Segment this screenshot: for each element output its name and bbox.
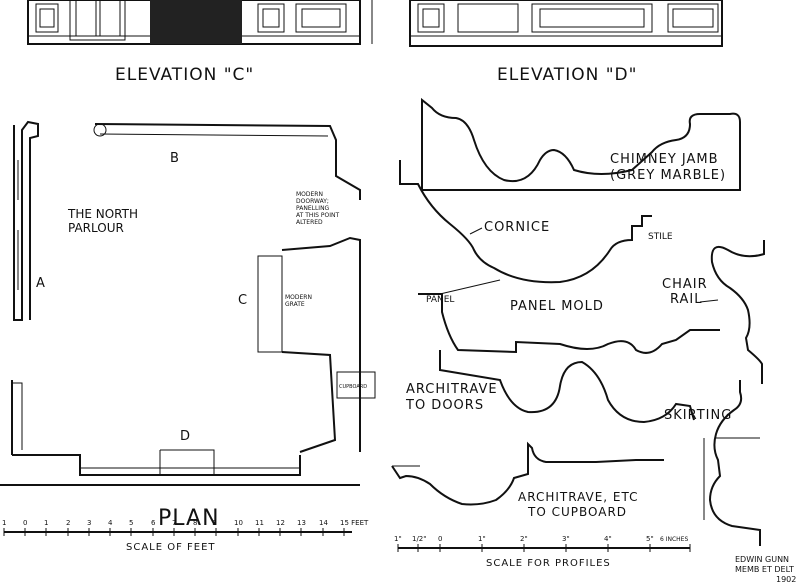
profiles-scale-tick-1: 1/2"	[412, 535, 427, 543]
chimney-jamb-label-line1: CHIMNEY JAMB	[610, 152, 719, 167]
plan-grate-line1: MODERN	[285, 294, 312, 301]
plan-note-line4: AT THIS POINT	[296, 212, 339, 219]
feet-scale-tick-5: 4	[108, 519, 113, 527]
feet-scale-label: SCALE OF FEET	[126, 542, 216, 553]
plan-wall-label-d: D	[180, 429, 190, 444]
panel-label: PANEL	[426, 295, 454, 305]
feet-scale-tick-6: 5	[129, 519, 133, 527]
plan-wall-label-b: B	[170, 151, 179, 166]
plan-cupboard-label: CUPBOARD	[339, 384, 367, 390]
feet-scale-tick-4: 3	[87, 519, 91, 527]
plan-heading: PLAN	[158, 506, 220, 531]
plan-grate-line2: GRATE	[285, 301, 305, 308]
cornice-leader	[469, 227, 483, 235]
plan-wall-label-a: A	[36, 276, 45, 291]
profiles-scale-bar	[397, 544, 691, 552]
plan-drawing	[0, 120, 376, 486]
feet-scale-tick-11: 10	[234, 519, 243, 527]
profiles-scale-tick-6: 4"	[604, 535, 612, 543]
profiles-scale-tick-0: 1"	[394, 535, 402, 543]
profile-cornice	[399, 160, 652, 284]
profiles-scale-tick-2: 0	[438, 535, 442, 543]
feet-scale-tick-15: 14	[319, 519, 328, 527]
chair-rail-label-line2: RAIL	[670, 292, 702, 307]
elevation-c-drawing	[27, 0, 373, 45]
profile-panel-mold	[418, 279, 720, 354]
chair-rail-leader	[699, 299, 719, 303]
profile-skirting	[703, 380, 761, 546]
plan-note-line1: MODERN	[296, 191, 323, 198]
skirting-label: SKIRTING	[664, 408, 732, 423]
feet-scale-tick-13: 12	[276, 519, 285, 527]
profiles-scale-tick-5: 3"	[562, 535, 570, 543]
feet-scale-tick-12: 11	[255, 519, 264, 527]
signature-line3: 1902	[776, 575, 796, 584]
profiles-scale-tick-7: 5"	[646, 535, 654, 543]
feet-scale-tick-2: 1	[44, 519, 48, 527]
elevation-d-heading: ELEVATION "D"	[497, 65, 637, 85]
feet-scale-tick-7: 6	[151, 519, 156, 527]
architrave-cupboard-label-line2: TO CUPBOARD	[527, 505, 627, 519]
profiles-scale-tick-4: 2"	[520, 535, 528, 543]
elevation-c-heading: ELEVATION "C"	[115, 65, 254, 85]
elevation-d-drawing	[409, 0, 723, 47]
plan-note-line3: PANELLING	[296, 205, 330, 212]
panel-mold-label: PANEL MOLD	[510, 299, 604, 314]
profile-architrave-cupboard	[391, 441, 664, 506]
signature-line2: MEMB ET DELT	[735, 565, 794, 574]
feet-scale-tick-0: 1	[2, 519, 6, 527]
profiles-scale-tick-3: 1"	[478, 535, 486, 543]
architrave-doors-label-line1: ARCHITRAVE	[406, 382, 498, 397]
plan-room-name-line1: THE NORTH	[67, 207, 138, 221]
plan-room-name-line2: PARLOUR	[68, 221, 124, 235]
profiles-scale-label: SCALE FOR PROFILES	[486, 558, 611, 569]
feet-scale-tick-3: 2	[66, 519, 70, 527]
plan-wall-label-c: C	[238, 293, 247, 308]
feet-scale-tick-1: 0	[23, 519, 27, 527]
chair-rail-label-line1: CHAIR	[662, 277, 708, 292]
plan-note-line2: DOORWAY;	[296, 198, 329, 205]
profiles-scale-tick-8: 6 INCHES	[660, 536, 688, 543]
profile-chair-rail	[710, 240, 765, 384]
feet-scale-tick-8: 7	[172, 519, 176, 527]
architrave-cupboard-label-line1: ARCHITRAVE, ETC	[518, 490, 639, 504]
feet-scale-tick-9: 8	[193, 519, 197, 527]
feet-scale-tick-10: 9	[212, 519, 216, 527]
signature-line1: EDWIN GUNN	[735, 555, 789, 564]
stile-label: STILE	[648, 232, 673, 242]
plan-note-line5: ALTERED	[296, 219, 323, 226]
architrave-doors-label-line2: TO DOORS	[405, 398, 484, 413]
feet-scale-bar	[3, 528, 352, 536]
chimney-jamb-label-line2: (GREY MARBLE)	[610, 168, 726, 183]
profile-chimney-jamb	[421, 97, 741, 191]
cornice-label: CORNICE	[484, 220, 550, 235]
profile-architrave-doors	[439, 350, 695, 424]
feet-scale-tick-14: 13	[297, 519, 306, 527]
feet-scale-tick-16: 15 FEET	[340, 519, 369, 527]
